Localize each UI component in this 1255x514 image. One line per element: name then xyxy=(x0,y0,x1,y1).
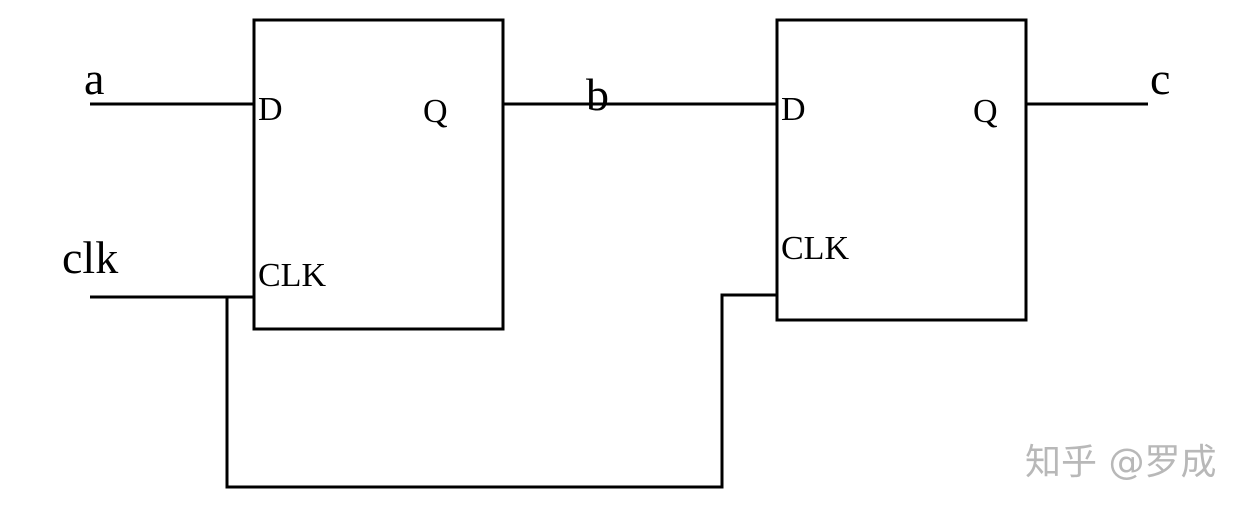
signal-label-a: a xyxy=(84,53,104,104)
wire-clk-route xyxy=(225,293,777,489)
signal-label-b: b xyxy=(586,69,609,120)
watermark-text: 知乎 @罗成 xyxy=(1025,442,1216,483)
flipflop-1: D Q CLK xyxy=(252,18,505,331)
flipflop-2-box xyxy=(775,18,1028,322)
flipflop-1-d-label: D xyxy=(258,91,283,128)
signal-label-clk: clk xyxy=(62,232,118,283)
flipflop-2-clk-label: CLK xyxy=(781,230,849,267)
signal-label-c: c xyxy=(1150,53,1170,104)
flipflop-1-q-label: Q xyxy=(423,93,448,130)
flipflop-2: D Q CLK xyxy=(775,18,1028,322)
flipflop-1-clk-label: CLK xyxy=(258,257,326,294)
flipflop-1-box xyxy=(252,18,505,331)
flipflop-2-d-label: D xyxy=(781,91,806,128)
flipflop-2-q-label: Q xyxy=(973,93,998,130)
